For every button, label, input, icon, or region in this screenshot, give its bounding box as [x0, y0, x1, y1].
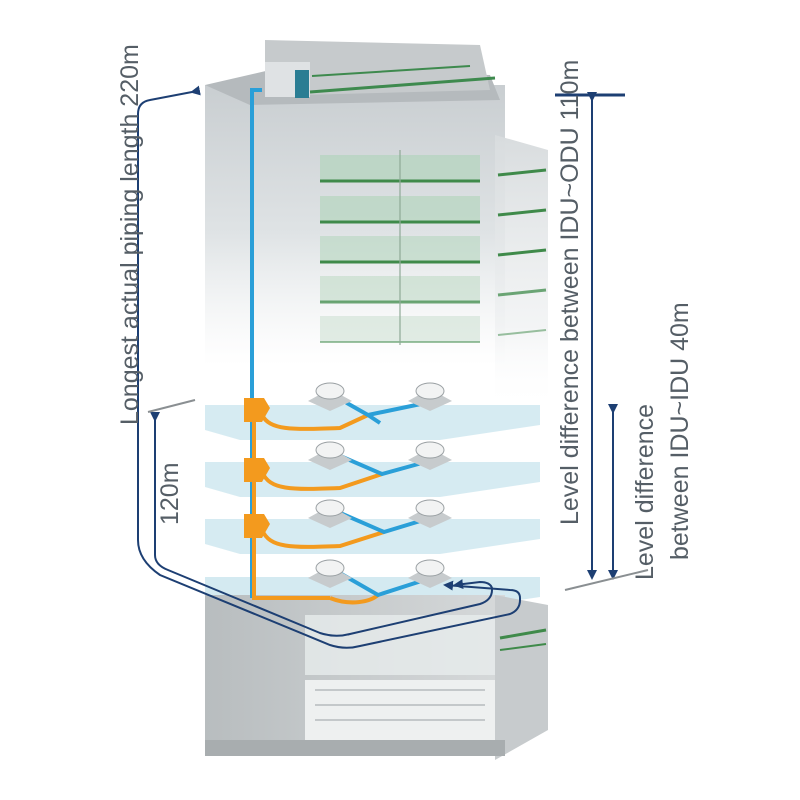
idu-odu-level-label: Level difference between IDU~ODU 110m — [556, 59, 584, 525]
first-idu-path — [150, 412, 493, 637]
level-marker-mid — [147, 399, 196, 413]
branch-floor-1 — [329, 593, 380, 605]
dimension-lines — [137, 85, 649, 649]
building-upper — [205, 40, 548, 415]
roof-vent — [295, 70, 309, 98]
idu-idu-level-label-line2: between IDU~IDU 40m — [666, 302, 694, 560]
base-side — [495, 595, 548, 760]
idu-idu-level-label-line1: Level difference — [631, 403, 659, 580]
first-branch-length-label: 120m — [156, 462, 184, 525]
longest-piping-path — [137, 85, 521, 649]
base-glazing — [305, 615, 495, 675]
building-base — [205, 595, 548, 760]
longest-piping-label: Longest actual piping length 220m — [116, 44, 144, 425]
facade-side — [495, 135, 548, 410]
roof-rail-2 — [311, 65, 471, 77]
level-marker-bottom — [564, 569, 649, 591]
